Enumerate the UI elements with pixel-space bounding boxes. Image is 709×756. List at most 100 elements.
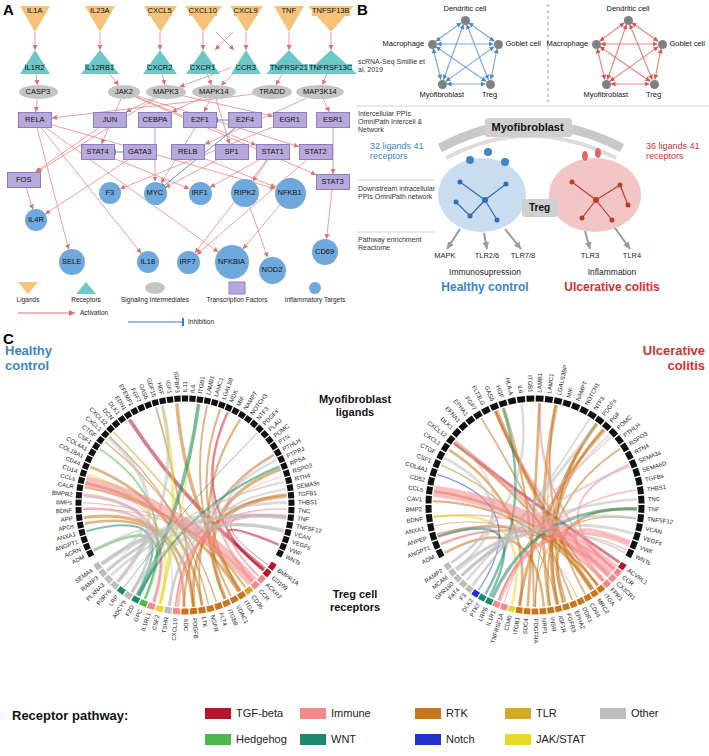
ligand-segment	[145, 404, 151, 406]
figure-label: B	[357, 1, 368, 18]
network-line	[485, 184, 506, 200]
triangle-fill	[185, 6, 222, 32]
receptor-segment	[140, 602, 147, 605]
activation-arrow	[216, 32, 234, 50]
cell-dot: Myofibroblast	[438, 80, 447, 89]
ligand-segment	[81, 477, 82, 483]
ligand-segment	[91, 450, 94, 455]
target-circle: MYC	[144, 182, 167, 205]
ligand-segment	[622, 444, 626, 451]
node-text-group: CXCL9	[234, 7, 258, 16]
ligand-segment	[119, 417, 124, 421]
intermediate-ellipse: MAPK3	[146, 85, 186, 99]
ligand-segment	[76, 492, 83, 498]
node-label: ESR1	[323, 116, 343, 125]
chord-label: TNC	[648, 495, 661, 503]
network-line	[485, 200, 497, 220]
intermediate-ellipse: TRADD	[252, 85, 292, 99]
triangle-fill	[85, 6, 115, 32]
node-label: Macrophage	[547, 40, 589, 49]
chord-ring	[78, 399, 291, 612]
node-label: STAT1	[262, 148, 284, 157]
ligand-segment	[257, 427, 262, 431]
tf-box: FOS	[7, 172, 41, 188]
node-text-group: STAT3	[322, 178, 344, 187]
activation-arrow	[246, 32, 247, 50]
node-text-group: TNFRSF21	[270, 64, 308, 73]
node-label: Treg	[482, 91, 497, 100]
receptor-segment	[252, 583, 257, 588]
receptor-segment	[125, 593, 131, 597]
cell-dot: Goblet cell	[658, 40, 667, 49]
ligand-segment	[152, 402, 158, 404]
chord-label: HLA-A	[503, 377, 514, 396]
ligand-segment	[263, 432, 267, 437]
ligand-segment	[572, 405, 579, 408]
ligand-segment	[272, 444, 275, 449]
activation-arrow	[195, 160, 267, 253]
ligand-segment	[517, 399, 525, 400]
receptor-segment	[570, 603, 576, 605]
node-text-group: TNFSF13B	[312, 7, 350, 16]
node-label: SP1	[225, 148, 239, 157]
chord-label: FLT4	[217, 611, 228, 626]
receptor-segment	[173, 608, 180, 615]
ligand-segment	[288, 507, 294, 513]
node-label: MAPK14	[199, 88, 229, 97]
ligand-segment	[640, 487, 641, 495]
chord-label: IGF1	[164, 379, 173, 393]
ligand-segment	[81, 529, 83, 535]
chord-ribbons	[433, 403, 637, 607]
ligand-segment	[627, 452, 631, 459]
node-text-group: RELA	[25, 116, 45, 125]
receptor-segment	[156, 608, 163, 610]
chord-ribbon	[169, 460, 276, 606]
node-text-group: CCR3	[236, 64, 256, 73]
tf-box: E2F4	[228, 112, 262, 128]
chord-label: TNFSF12	[647, 515, 674, 525]
ligand-drop	[595, 148, 601, 158]
chord-label: VWF	[638, 544, 653, 555]
network-line	[470, 200, 485, 216]
receptor-segment	[239, 593, 245, 597]
node-label: CXCR1	[190, 64, 215, 73]
legend-swatch	[300, 708, 326, 719]
ligand-segment	[508, 400, 516, 402]
ligand-triangle: IL23A	[85, 6, 115, 32]
tf-box: GATA3	[123, 144, 157, 160]
chord-label: NRP1	[540, 617, 548, 633]
ligand-segment	[114, 422, 119, 426]
receptor-segment	[96, 563, 100, 569]
node-text-group: NOD2	[262, 266, 283, 275]
target-circle: SELE	[59, 249, 85, 275]
target-circle: RIPK2	[231, 179, 259, 207]
chord-label: IL6	[189, 384, 197, 393]
intermediate-ellipse: CASP3	[19, 85, 58, 99]
figure-label: MAPK	[425, 252, 465, 261]
chord-label: ITGB1	[512, 616, 521, 634]
node-text-group: F3	[106, 189, 115, 198]
intracellular-network	[456, 182, 506, 220]
ligand-segment	[536, 396, 544, 402]
ligand-segment	[443, 444, 447, 451]
ligand-segment	[426, 505, 432, 513]
ligand-segment	[80, 522, 81, 528]
pathway-arrows	[447, 228, 630, 249]
node-text-group: Myofibroblast	[584, 91, 629, 100]
node-text-group: TNF	[282, 7, 297, 16]
receptor-segment	[532, 608, 539, 614]
node-label: NFKB1	[278, 189, 302, 198]
node-label: CASP3	[26, 88, 51, 97]
ligand-segment	[475, 413, 482, 417]
legend-label: WNT	[331, 733, 356, 746]
node-text-group: MYC	[147, 189, 164, 198]
ligand-segment	[125, 413, 130, 416]
receptor-segment	[148, 605, 155, 607]
ligand-segment	[239, 413, 244, 416]
receptor-segment	[119, 588, 125, 592]
legend-label: Signaling Intermediates	[115, 296, 195, 304]
tf-box: STAT1	[256, 144, 290, 160]
chord-ribbon	[86, 481, 253, 581]
ligand-segment	[617, 437, 622, 443]
node-label: IL1A	[27, 7, 42, 16]
